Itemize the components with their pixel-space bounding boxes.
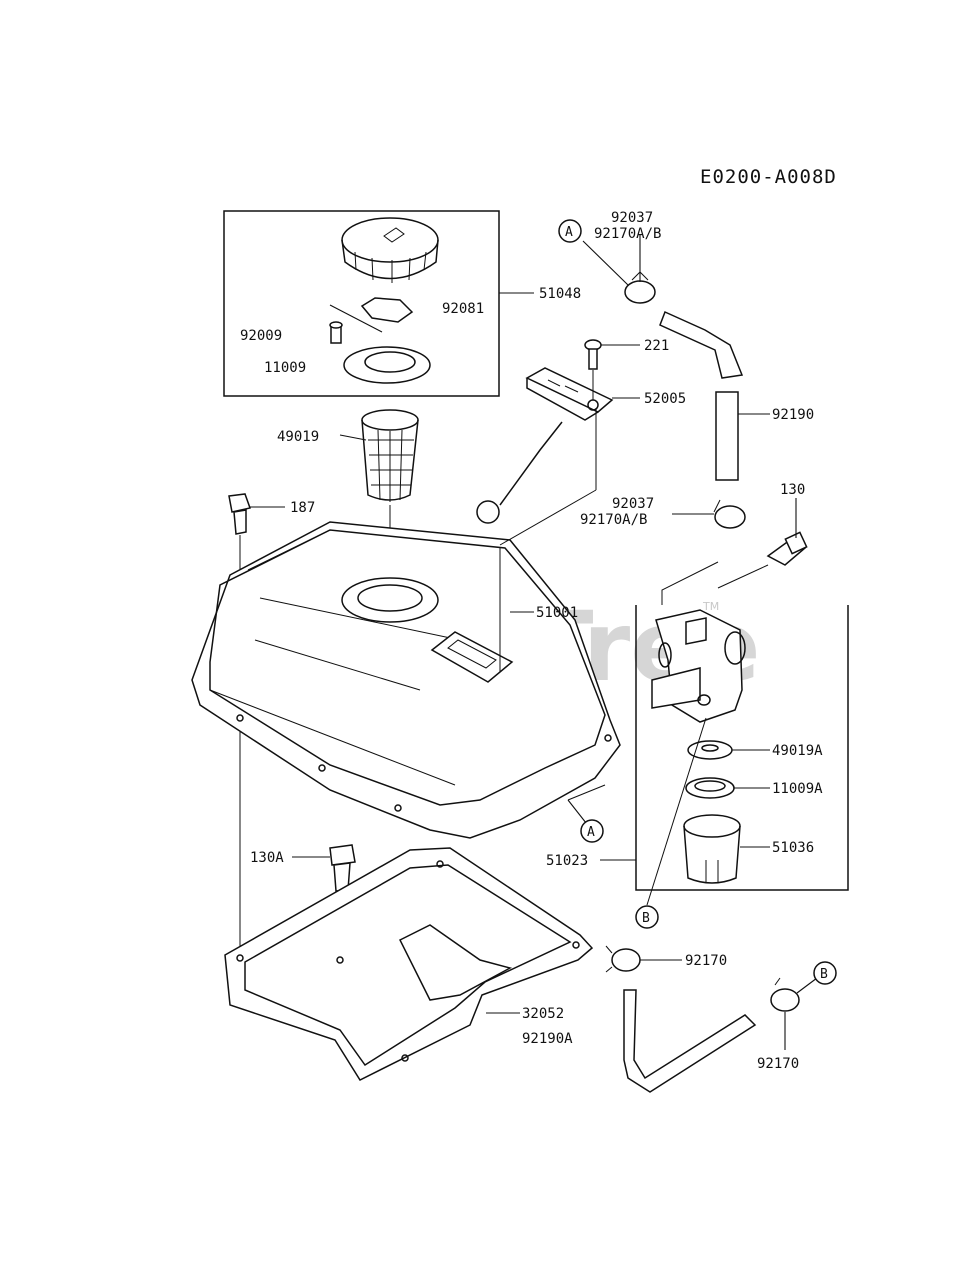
label-52005: 52005 <box>644 391 686 407</box>
label-32052: 32052 <box>522 1006 564 1022</box>
ref-a-bottom: A <box>580 819 604 843</box>
clamp-92037-top[interactable] <box>624 271 656 304</box>
label-92170-right: 92170 <box>757 1056 799 1072</box>
label-92037-top: 92037 <box>611 210 653 226</box>
label-187: 187 <box>290 500 315 516</box>
diagram-code: E0200-A008D <box>700 166 837 188</box>
watermark-tm: TM <box>702 600 719 613</box>
label-92081: 92081 <box>442 301 484 317</box>
label-51036: 51036 <box>772 840 814 856</box>
bottom-tray-32052[interactable] <box>224 847 594 1081</box>
fuel-filter-49019[interactable] <box>361 409 419 502</box>
label-92170-left: 92170 <box>685 953 727 969</box>
clamp-92170-right[interactable] <box>770 977 800 1012</box>
label-11009: 11009 <box>264 360 306 376</box>
label-92170ab-mid: 92170A/B <box>580 512 647 528</box>
svg-text:B: B <box>820 967 828 982</box>
bolt-130[interactable] <box>766 531 808 566</box>
cap-gasket-92081[interactable] <box>360 297 414 323</box>
ref-b-left: B <box>635 905 659 929</box>
o-ring-11009a[interactable] <box>685 777 735 799</box>
fuel-gauge-52005[interactable] <box>476 367 614 524</box>
label-51023: 51023 <box>546 853 588 869</box>
fuel-cap[interactable] <box>341 217 439 283</box>
bolt-130a[interactable] <box>329 844 356 892</box>
ref-a-top: A <box>558 219 582 243</box>
hose-92190[interactable] <box>715 391 739 481</box>
seal-49019a[interactable] <box>687 740 733 760</box>
hose-92190-bend[interactable] <box>659 310 744 379</box>
label-130a: 130A <box>250 850 284 866</box>
clamp-92170-left[interactable] <box>605 945 641 973</box>
ref-b-right: B <box>813 961 837 985</box>
label-92190: 92190 <box>772 407 814 423</box>
label-92009: 92009 <box>240 328 282 344</box>
bolt-187[interactable] <box>228 493 251 535</box>
bowl-51036[interactable] <box>683 814 741 884</box>
label-92037-mid: 92037 <box>612 496 654 512</box>
label-49019a: 49019A <box>772 743 823 759</box>
fuel-cap-kit-group <box>223 210 534 397</box>
label-51048: 51048 <box>539 286 581 302</box>
fuel-cap-kit-box <box>223 210 500 397</box>
fuel-tank-51001[interactable] <box>191 521 621 839</box>
fuel-cock-51023[interactable] <box>651 609 746 723</box>
svg-text:A: A <box>565 225 573 240</box>
label-51001: 51001 <box>536 605 578 621</box>
hose-92190a[interactable] <box>623 989 757 1093</box>
clamp-92037-mid[interactable] <box>713 499 746 529</box>
label-92190a: 92190A <box>522 1031 573 1047</box>
label-49019: 49019 <box>277 429 319 445</box>
svg-text:B: B <box>642 911 650 926</box>
label-221: 221 <box>644 338 669 354</box>
washer-11009[interactable] <box>343 346 431 384</box>
screw-92009[interactable] <box>329 321 343 344</box>
screw-221[interactable] <box>584 339 602 370</box>
label-130: 130 <box>780 482 805 498</box>
label-92170ab-top: 92170A/B <box>594 226 661 242</box>
svg-text:A: A <box>587 825 595 840</box>
label-11009a: 11009A <box>772 781 823 797</box>
